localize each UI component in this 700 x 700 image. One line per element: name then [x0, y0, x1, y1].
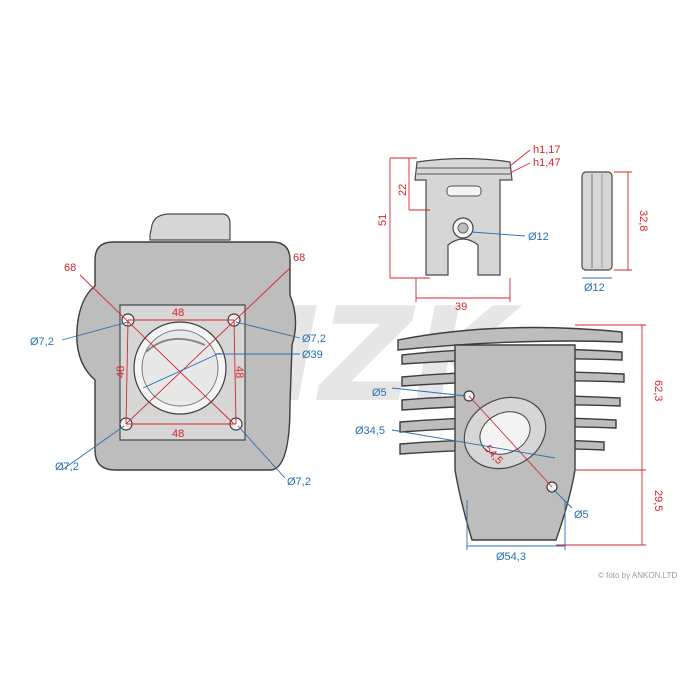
label-piston-diameter: 39 — [455, 301, 467, 313]
label-hole-tl: Ø7,2 — [30, 336, 54, 348]
bore-shadow — [145, 337, 206, 353]
leader-hole-tl — [61, 321, 129, 341]
ring1-leader — [509, 149, 531, 167]
label-hole-tr: Ø7,2 — [302, 333, 326, 345]
bore-inner — [141, 329, 219, 407]
label-diag-left: 68 — [64, 262, 76, 274]
leader-stud-top — [391, 387, 467, 397]
label-height-left: 48 — [115, 366, 127, 378]
label-piston-height: 51 — [377, 214, 389, 226]
piston-view: h1,17 h1,47 22 51 Ø12 39 — [377, 144, 561, 313]
label-port: Ø34,5 — [355, 425, 385, 437]
label-bore: Ø39 — [302, 349, 323, 361]
label-side-height-lower: 29,5 — [652, 490, 664, 511]
top-view-exhaust-flange — [149, 213, 231, 241]
height-line-left — [125, 319, 129, 425]
leader-hole-br — [237, 425, 286, 479]
label-hole-br: Ø7,2 — [287, 476, 311, 488]
label-stud-top: Ø5 — [372, 387, 387, 399]
cylinder-top-view: 68 68 48 48 48 48 Ø7,2 Ø7,2 Ø39 Ø7,2 Ø7,… — [30, 213, 326, 488]
side-diag-line — [468, 395, 553, 488]
bore-diameter-line — [142, 352, 221, 389]
label-stud-bottom: Ø5 — [574, 509, 589, 521]
label-pin-length: 32,8 — [637, 210, 649, 231]
piston-pin-hole-inner — [457, 222, 469, 234]
diag-line-right — [125, 267, 291, 425]
leader-hole-bl — [61, 425, 125, 471]
label-ring2: h1,47 — [533, 157, 561, 169]
piston-window — [446, 185, 482, 197]
piston-body — [414, 157, 513, 276]
label-pin-diameter: Ø12 — [584, 282, 605, 294]
label-base: Ø54,3 — [496, 551, 526, 563]
label-ring1: h1,17 — [533, 144, 561, 156]
diag-line-left — [79, 274, 235, 425]
piston-pin-view: 32,8 Ø12 — [581, 171, 649, 294]
cylinder-side-view: 62,3 29,5 Ø5 Ø34,5 54,5 Ø5 Ø54,3 — [355, 324, 664, 563]
leader-stud-bottom — [553, 489, 573, 509]
label-skirt: 22 — [397, 184, 409, 196]
label-width-top: 48 — [172, 307, 184, 319]
label-height-right: 48 — [233, 366, 245, 378]
label-pin-hole: Ø12 — [528, 231, 549, 243]
label-hole-bl: Ø7,2 — [55, 461, 79, 473]
label-diag-right: 68 — [293, 252, 305, 264]
leader-hole-tr — [235, 321, 301, 339]
pin-hole-leader — [471, 231, 526, 237]
leader-port — [391, 429, 556, 459]
height-line-right — [233, 319, 237, 425]
pin-body — [581, 171, 613, 271]
photo-credit: © foto by ANKON.LTD — [598, 571, 677, 580]
label-width-bottom: 48 — [172, 428, 184, 440]
ring2-leader — [509, 162, 531, 174]
label-side-height-total: 62,3 — [652, 380, 664, 401]
